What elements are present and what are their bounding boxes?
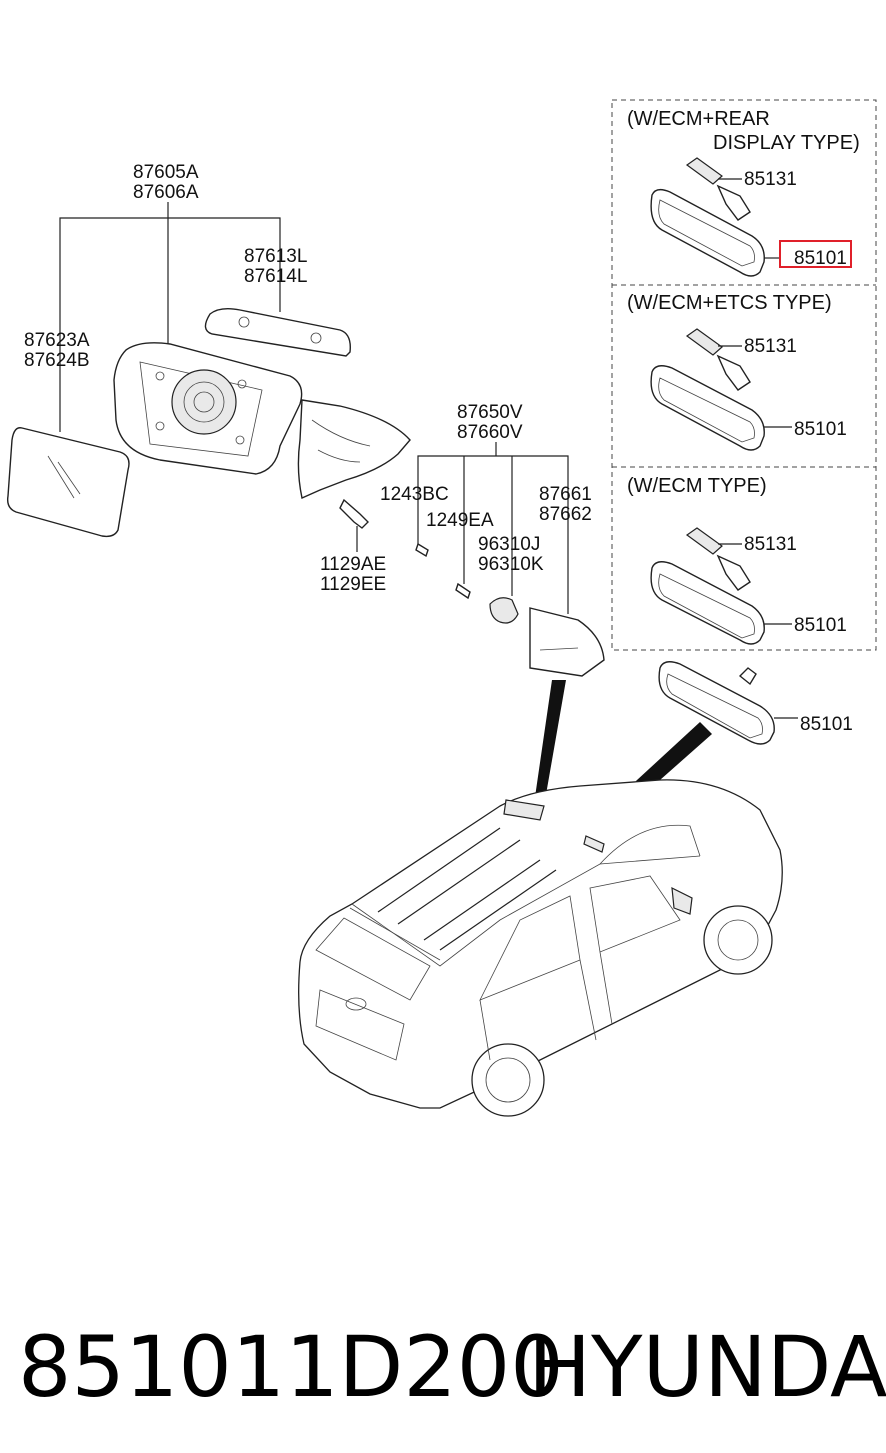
label-87623A: 87623A [24, 330, 90, 351]
box1-title-line1: (W/ECM+REAR [627, 108, 770, 130]
label-87660V: 87660V [457, 422, 523, 443]
screw-1249 [455, 582, 471, 600]
rear-window [315, 917, 431, 1001]
speaker [489, 597, 519, 624]
standalone-mirror: 85101 [658, 661, 853, 745]
option-box-etcs: (W/ECM+ETCS TYPE) 85131 85101 [627, 292, 847, 451]
mirror-85101-box2 [650, 365, 765, 451]
box1-title-line2: DISPLAY TYPE) [713, 132, 860, 154]
front-side-window [589, 875, 681, 953]
car-interior-mirror [583, 835, 605, 853]
footer-brand: HYUNDAI [528, 1318, 886, 1416]
label-1243BC: 1243BC [380, 484, 449, 505]
label-1129AE: 1129AE [320, 554, 386, 575]
label-85131-box2: 85131 [744, 336, 797, 357]
inside-cover-group: 87650V 87660V 1243BC 1249EA 96310J 96310… [380, 402, 605, 677]
screw-1129 [339, 498, 369, 529]
rear-wheel [471, 1043, 545, 1117]
label-85131-box3: 85131 [744, 534, 797, 555]
option-boxes [611, 99, 877, 651]
cover-85131-part [685, 157, 723, 185]
tailgate-plate [315, 989, 405, 1061]
footer-part-number: 851011D200 [18, 1318, 564, 1416]
label-96310J: 96310J [478, 534, 540, 555]
label-1249EA: 1249EA [426, 510, 494, 531]
inside-garnish [529, 607, 605, 677]
highlight-box [779, 240, 852, 268]
mirror-glass [6, 427, 130, 538]
option-box-ecm: (W/ECM TYPE) 85131 85101 [627, 475, 847, 645]
vehicle-illustration [298, 779, 783, 1117]
mirror-base [297, 399, 411, 499]
label-87650V: 87650V [457, 402, 523, 423]
label-87613L: 87613L [244, 246, 307, 267]
box3-title: (W/ECM TYPE) [627, 475, 767, 497]
label-87662: 87662 [539, 504, 592, 525]
mirror-85101-box1 [650, 188, 765, 277]
label-87661: 87661 [539, 484, 592, 505]
screw-1243 [415, 542, 429, 558]
label-87605A: 87605A [133, 162, 199, 183]
label-85101-box2: 85101 [794, 419, 847, 440]
mount-stem [716, 184, 751, 221]
outside-mirror-group: 87605A 87606A 87623A 87624B 87613L 87614… [6, 162, 411, 595]
option-box-rear-display: (W/ECM+REAR DISPLAY TYPE) 85131 85101 [627, 108, 860, 277]
footer: 851011D200 HYUNDAI [18, 1318, 886, 1416]
label-87624B: 87624B [24, 350, 90, 371]
rear-side-window [479, 895, 581, 1001]
label-87614L: 87614L [244, 266, 307, 287]
label-1129EE: 1129EE [320, 574, 386, 595]
label-96310K: 96310K [478, 554, 544, 575]
label-85101-box3: 85101 [794, 615, 847, 636]
scalp-cover [204, 307, 351, 357]
mirror-actuator [171, 369, 237, 435]
car-side-mirror [671, 886, 693, 915]
mirror-85101-box3 [650, 561, 765, 645]
label-85101-box1: 85101 [794, 248, 847, 269]
box2-title: (W/ECM+ETCS TYPE) [627, 292, 832, 314]
label-87606A: 87606A [133, 182, 199, 203]
front-wheel [703, 905, 773, 975]
label-85131-box1: 85131 [744, 169, 797, 190]
label-85101-standalone: 85101 [800, 714, 853, 735]
car-body [298, 779, 783, 1109]
